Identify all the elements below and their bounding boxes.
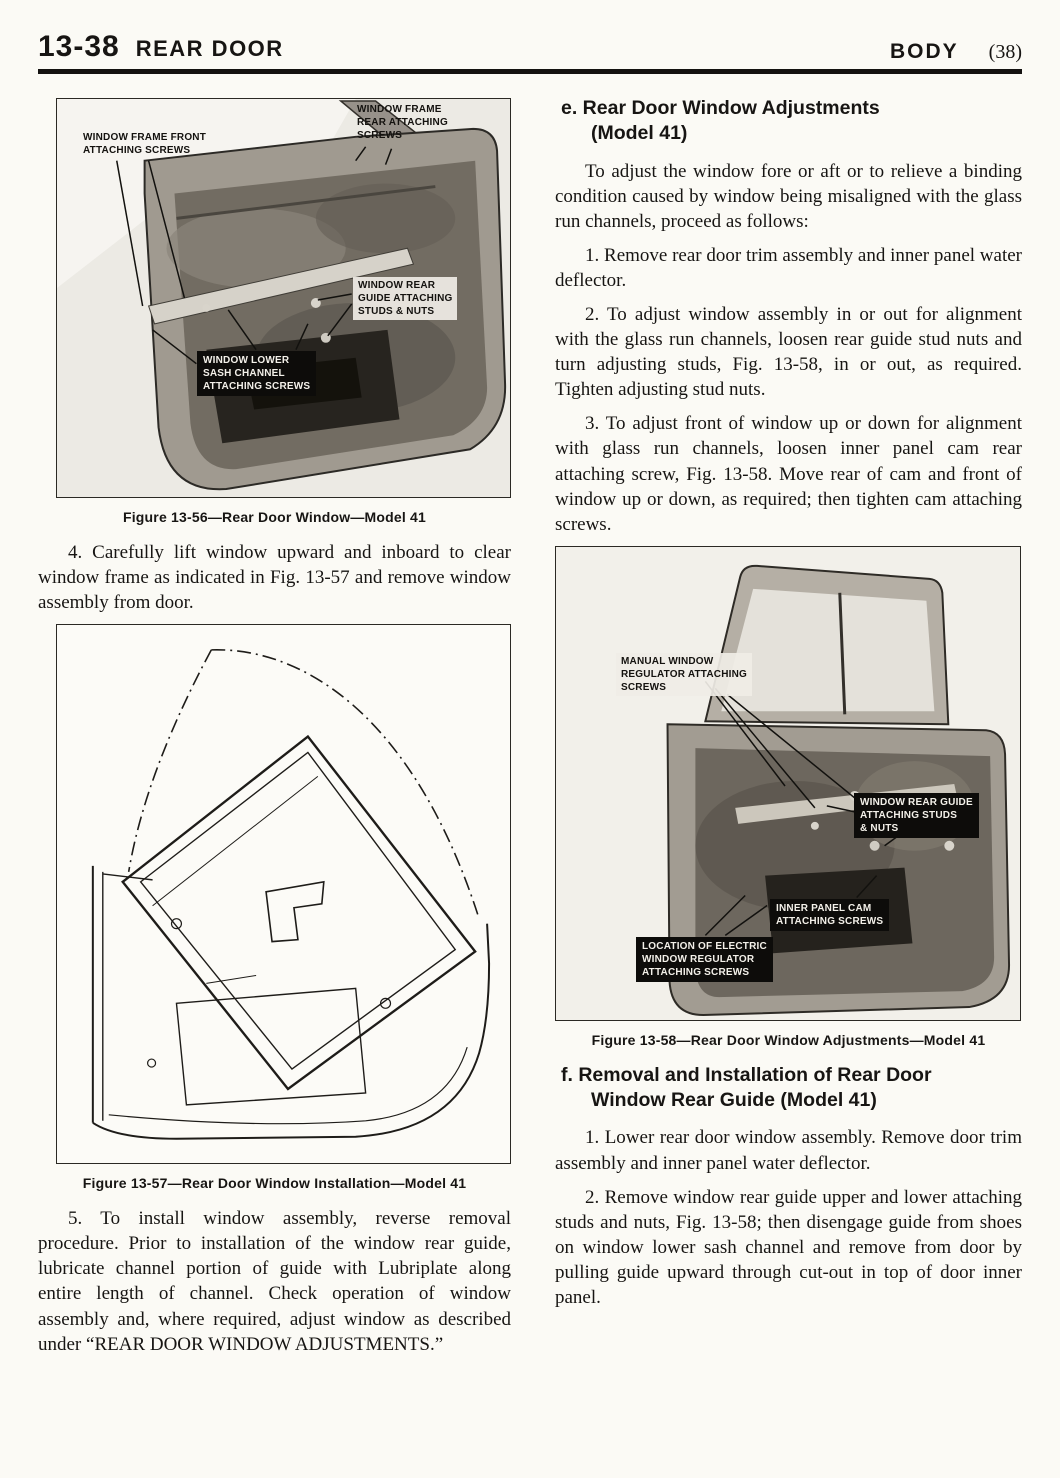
fig56-label-sash: WINDOW LOWER SASH CHANNEL ATTACHING SCRE…	[197, 351, 317, 396]
section-e-intro: To adjust the window fore or aft or to r…	[555, 160, 1022, 232]
figure-13-57: Figure 13-57—Rear Door Window Installati…	[38, 624, 511, 1191]
section-e-heading: e. Rear Door Window Adjustments (Model 4…	[561, 96, 1022, 147]
two-column-layout: WINDOW FRAME FRONT ATTACHING SCREWS WIND…	[38, 92, 1022, 1366]
fig58-label-cam: INNER PANEL CAM ATTACHING SCREWS	[770, 898, 890, 931]
fig56-label-guide: WINDOW REAR GUIDE ATTACHING STUDS & NUTS	[353, 277, 458, 320]
section-f-step-2: 2. Remove window rear guide upper and lo…	[555, 1186, 1022, 1308]
figure-13-58-photo: MANUAL WINDOW REGULATOR ATTACHING SCREWS…	[555, 545, 1021, 1021]
left-para-5: 5. To install window assembly, reverse r…	[38, 1208, 511, 1355]
left-column: WINDOW FRAME FRONT ATTACHING SCREWS WIND…	[38, 92, 511, 1366]
section-e-step-1: 1. Remove rear door trim assembly and in…	[555, 244, 1022, 291]
fig56-caption: Figure 13-56—Rear Door Window—Model 41	[122, 509, 427, 525]
fig58-label-electric: LOCATION OF ELECTRIC WINDOW REGULATOR AT…	[636, 936, 773, 982]
fig58-photo-art	[556, 546, 1020, 1020]
fig58-label-rear-guide: WINDOW REAR GUIDE ATTACHING STUDS & NUTS	[854, 792, 979, 838]
section-f-heading-line2: Window Rear Guide (Model 41)	[591, 1089, 877, 1112]
section-e-heading-line1: e. Rear Door Window Adjustments	[561, 97, 880, 119]
right-column: e. Rear Door Window Adjustments (Model 4…	[555, 92, 1022, 1366]
left-para-4: 4. Carefully lift window upward and inbo…	[38, 542, 511, 614]
header-left: 13-38 REAR DOOR	[38, 30, 284, 64]
fig58-caption: Figure 13-58—Rear Door Window Adjustment…	[591, 1031, 986, 1048]
page-index: (38)	[988, 41, 1022, 63]
section-f-heading: f. Removal and Installation of Rear Door…	[561, 1063, 1022, 1114]
page-header: 13-38 REAR DOOR BODY (38)	[38, 30, 1022, 74]
fig56-label-front: WINDOW FRAME FRONT ATTACHING SCREWS	[83, 132, 207, 156]
figure-13-56-photo: WINDOW FRAME FRONT ATTACHING SCREWS WIND…	[56, 98, 511, 498]
figure-13-57-drawing	[56, 624, 511, 1165]
section-f-heading-line1: f. Removal and Installation of Rear Door	[561, 1063, 932, 1086]
section-f-step-1: 1. Lower rear door window assembly. Remo…	[555, 1127, 1022, 1174]
figure-13-56: WINDOW FRAME FRONT ATTACHING SCREWS WIND…	[38, 98, 511, 525]
fig56-label-rear: WINDOW FRAME REAR ATTACHING SCREWS	[357, 104, 448, 141]
section-e-step-2: 2. To adjust window assembly in or out f…	[555, 304, 1022, 401]
section-e-step-3: 3. To adjust front of window up or down …	[555, 413, 1022, 535]
page-number: 13-38	[38, 30, 120, 63]
section-e-heading-line2: (Model 41)	[591, 122, 688, 145]
section-title: REAR DOOR	[135, 36, 284, 61]
figure-13-58: MANUAL WINDOW REGULATOR ATTACHING SCREWS…	[555, 545, 1022, 1048]
fig57-caption: Figure 13-57—Rear Door Window Installati…	[82, 1175, 467, 1192]
fig58-label-regulator: MANUAL WINDOW REGULATOR ATTACHING SCREWS	[616, 652, 753, 696]
header-right: BODY (38)	[890, 40, 1022, 64]
fig57-line-art	[57, 625, 510, 1163]
book-title: BODY	[889, 40, 959, 63]
